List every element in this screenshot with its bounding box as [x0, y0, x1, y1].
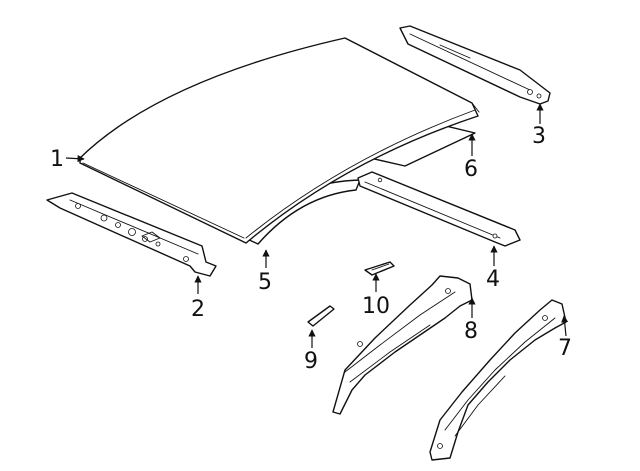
callout-8: 8 [464, 319, 478, 344]
callout-1: 1 [50, 147, 64, 172]
part-4-front-roof-header [357, 171, 521, 247]
part-7-pillar-outer [429, 299, 567, 461]
callout-9: 9 [304, 349, 318, 374]
callout-4: 4 [486, 267, 500, 292]
callout-3: 3 [532, 124, 546, 149]
part-9-gusset [307, 305, 335, 327]
callout-leaders [65, 103, 569, 348]
part-3-rear-roof-header [399, 25, 551, 105]
leader-7 [561, 315, 569, 337]
part-10-bracket [364, 261, 395, 276]
part-8-pillar-inner [332, 275, 473, 415]
part-2-roof-side-rail [46, 192, 217, 277]
callout-5: 5 [258, 270, 272, 295]
callout-labels: 1 2 3 4 5 6 7 8 9 10 [50, 124, 572, 374]
callout-7: 7 [558, 336, 572, 361]
callout-10: 10 [362, 294, 390, 319]
callout-6: 6 [464, 157, 478, 182]
part-1-roof-panel [79, 37, 480, 244]
leader-1 [65, 155, 85, 163]
callout-2: 2 [191, 297, 205, 322]
